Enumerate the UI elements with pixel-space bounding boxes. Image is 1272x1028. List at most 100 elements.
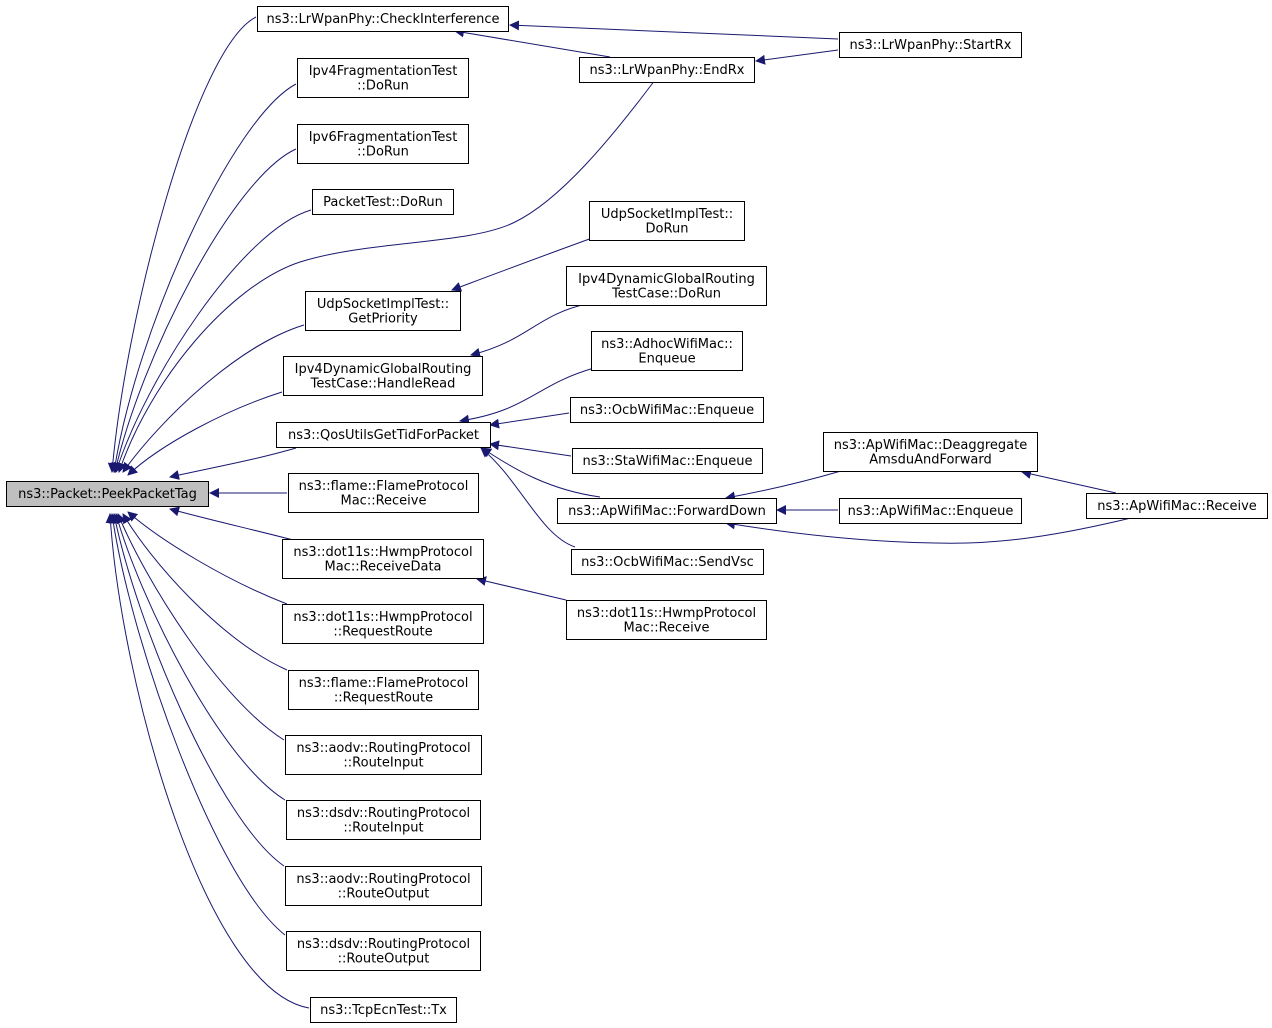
node-label-line: ::RouteInput: [343, 820, 423, 835]
edge-aodv-routeoutput-to-root: [110, 513, 285, 867]
node-label-line: TestCase::HandleRead: [310, 376, 456, 391]
node-box: [566, 266, 767, 306]
node-label-line: AmsduAndForward: [869, 452, 991, 467]
node-label-line: ns3::ApWifiMac::Enqueue: [848, 504, 1014, 519]
node-ap-deaggregate[interactable]: ns3::ApWifiMac::DeaggregateAmsduAndForwa…: [823, 432, 1038, 472]
node-ap-enqueue[interactable]: ns3::ApWifiMac::Enqueue: [839, 498, 1022, 524]
node-ipv4-dyn-handleread[interactable]: Ipv4DynamicGlobalRoutingTestCase::Handle…: [283, 356, 483, 396]
edge-dsdv-routeinput-to-root: [113, 513, 286, 801]
node-box: [297, 58, 469, 98]
node-dsdv-routeoutput[interactable]: ns3::dsdv::RoutingProtocol::RouteOutput: [286, 931, 481, 971]
node-check-interference[interactable]: ns3::LrWpanPhy::CheckInterference: [257, 6, 509, 32]
node-box: [257, 6, 509, 32]
node-ipv6-frag[interactable]: Ipv6FragmentationTest::DoRun: [297, 124, 469, 164]
edge-ipv4-dyn-handleread-to-root: [127, 391, 283, 476]
node-label-line: ::RouteInput: [343, 755, 423, 770]
node-label-line: ns3::ApWifiMac::Receive: [1097, 499, 1257, 514]
node-udp-dorun[interactable]: UdpSocketImplTest::DoRun: [589, 201, 745, 241]
node-aodv-routeoutput[interactable]: ns3::aodv::RoutingProtocol::RouteOutput: [285, 866, 482, 906]
node-ocb-enqueue[interactable]: ns3::OcbWifiMac::Enqueue: [570, 397, 764, 423]
node-label-line: Mac::Receive: [341, 493, 427, 508]
node-box: [6, 481, 209, 507]
node-box: [286, 800, 481, 840]
edge-udp-getpriority-to-root: [122, 324, 305, 473]
node-box: [1086, 493, 1268, 519]
node-hwmp-requestroute[interactable]: ns3::dot11s::HwmpProtocol::RequestRoute: [282, 604, 484, 644]
node-udp-getpriority[interactable]: UdpSocketImplTest::GetPriority: [305, 291, 461, 331]
node-label-line: TestCase::DoRun: [611, 286, 721, 301]
node-label-line: Ipv4DynamicGlobalRouting: [295, 362, 472, 377]
node-qos-utils[interactable]: ns3::QosUtilsGetTidForPacket: [276, 422, 491, 448]
node-ap-receive[interactable]: ns3::ApWifiMac::Receive: [1086, 493, 1268, 519]
node-label-line: Ipv6FragmentationTest: [309, 130, 458, 145]
edge-udp-dorun-to-udp-getpriority: [451, 236, 596, 292]
node-label-line: ns3::ApWifiMac::Deaggregate: [834, 438, 1028, 453]
node-label-line: ::RouteOutput: [338, 951, 430, 966]
edge-qos-utils-to-root: [169, 447, 297, 480]
edge-ocb-sendvsc-to-qos-utils: [480, 447, 576, 548]
node-box: [276, 422, 491, 448]
node-ap-forwarddown[interactable]: ns3::ApWifiMac::ForwardDown: [557, 498, 777, 524]
node-box: [282, 604, 484, 644]
node-box: [288, 670, 479, 710]
node-box: [591, 331, 743, 371]
node-label-line: ns3::dsdv::RoutingProtocol: [297, 806, 470, 821]
node-label-line: ::DoRun: [357, 144, 409, 159]
node-tcp-ecn-tx[interactable]: ns3::TcpEcnTest::Tx: [310, 997, 457, 1023]
node-box: [297, 124, 469, 164]
node-root[interactable]: ns3::Packet::PeekPacketTag: [6, 481, 209, 507]
node-adhoc-enqueue[interactable]: ns3::AdhocWifiMac::Enqueue: [591, 331, 743, 371]
edge-check-interference-to-root: [107, 16, 257, 473]
edge-hwmp-mac-receive-to-hwmp-mac-receivedata: [476, 576, 567, 601]
edge-ipv4-dyn-dorun-to-ipv4-dyn-handleread: [470, 302, 591, 358]
edge-packet-test-to-root: [113, 209, 312, 473]
node-label-line: ns3::flame::FlameProtocol: [299, 676, 469, 691]
node-packet-test[interactable]: PacketTest::DoRun: [312, 189, 454, 215]
node-label-line: Enqueue: [638, 351, 695, 366]
node-sta-enqueue[interactable]: ns3::StaWifiMac::Enqueue: [572, 448, 763, 474]
node-box: [823, 432, 1038, 472]
node-startrx[interactable]: ns3::LrWpanPhy::StartRx: [839, 32, 1022, 58]
node-hwmp-mac-receivedata[interactable]: ns3::dot11s::HwmpProtocolMac::ReceiveDat…: [282, 539, 484, 579]
node-label-line: ns3::flame::FlameProtocol: [299, 479, 469, 494]
edge-startrx-to-check-interference: [509, 20, 839, 40]
edge-ap-receive-to-ap-forwarddown: [725, 517, 1132, 544]
node-label-line: ns3::Packet::PeekPacketTag: [18, 487, 197, 502]
node-label-line: ns3::TcpEcnTest::Tx: [320, 1003, 447, 1018]
node-box: [570, 397, 764, 423]
node-label-line: ns3::QosUtilsGetTidForPacket: [288, 428, 479, 443]
edge-dsdv-routeoutput-to-root: [108, 513, 286, 936]
edge-ipv6-frag-to-root: [112, 148, 297, 473]
node-box: [305, 291, 461, 331]
node-label-line: DoRun: [646, 221, 689, 236]
node-label-line: ::DoRun: [357, 78, 409, 93]
node-box: [579, 57, 755, 83]
node-endrx[interactable]: ns3::LrWpanPhy::EndRx: [579, 57, 755, 83]
node-label-line: ns3::ApWifiMac::ForwardDown: [568, 504, 766, 519]
node-ocb-sendvsc[interactable]: ns3::OcbWifiMac::SendVsc: [571, 549, 764, 575]
nodes-layer: ns3::Packet::PeekPacketTag ns3::LrWpanPhy…: [6, 6, 1268, 1023]
edge-endrx-to-root: [117, 79, 656, 473]
node-label-line: ns3::dot11s::HwmpProtocol: [293, 610, 472, 625]
node-label-line: Ipv4FragmentationTest: [309, 64, 458, 79]
node-flame-requestroute[interactable]: ns3::flame::FlameProtocol::RequestRoute: [288, 670, 479, 710]
node-label-line: UdpSocketImplTest::: [601, 207, 733, 222]
node-ipv4-frag[interactable]: Ipv4FragmentationTest::DoRun: [297, 58, 469, 98]
edge-endrx-to-check-interference: [454, 27, 611, 58]
node-label-line: ns3::dot11s::HwmpProtocol: [293, 545, 472, 560]
node-label-line: ns3::LrWpanPhy::EndRx: [590, 63, 745, 78]
edge-adhoc-enqueue-to-qos-utils: [459, 367, 595, 425]
node-box: [839, 32, 1022, 58]
node-aodv-routeinput[interactable]: ns3::aodv::RoutingProtocol::RouteInput: [285, 735, 482, 775]
node-box: [839, 498, 1022, 524]
node-label-line: ::RequestRoute: [334, 690, 433, 705]
node-label-line: ns3::dsdv::RoutingProtocol: [297, 937, 470, 952]
node-dsdv-routeinput[interactable]: ns3::dsdv::RoutingProtocol::RouteInput: [286, 800, 481, 840]
node-label-line: PacketTest::DoRun: [323, 195, 443, 210]
node-box: [285, 735, 482, 775]
node-label-line: ns3::OcbWifiMac::Enqueue: [580, 403, 754, 418]
